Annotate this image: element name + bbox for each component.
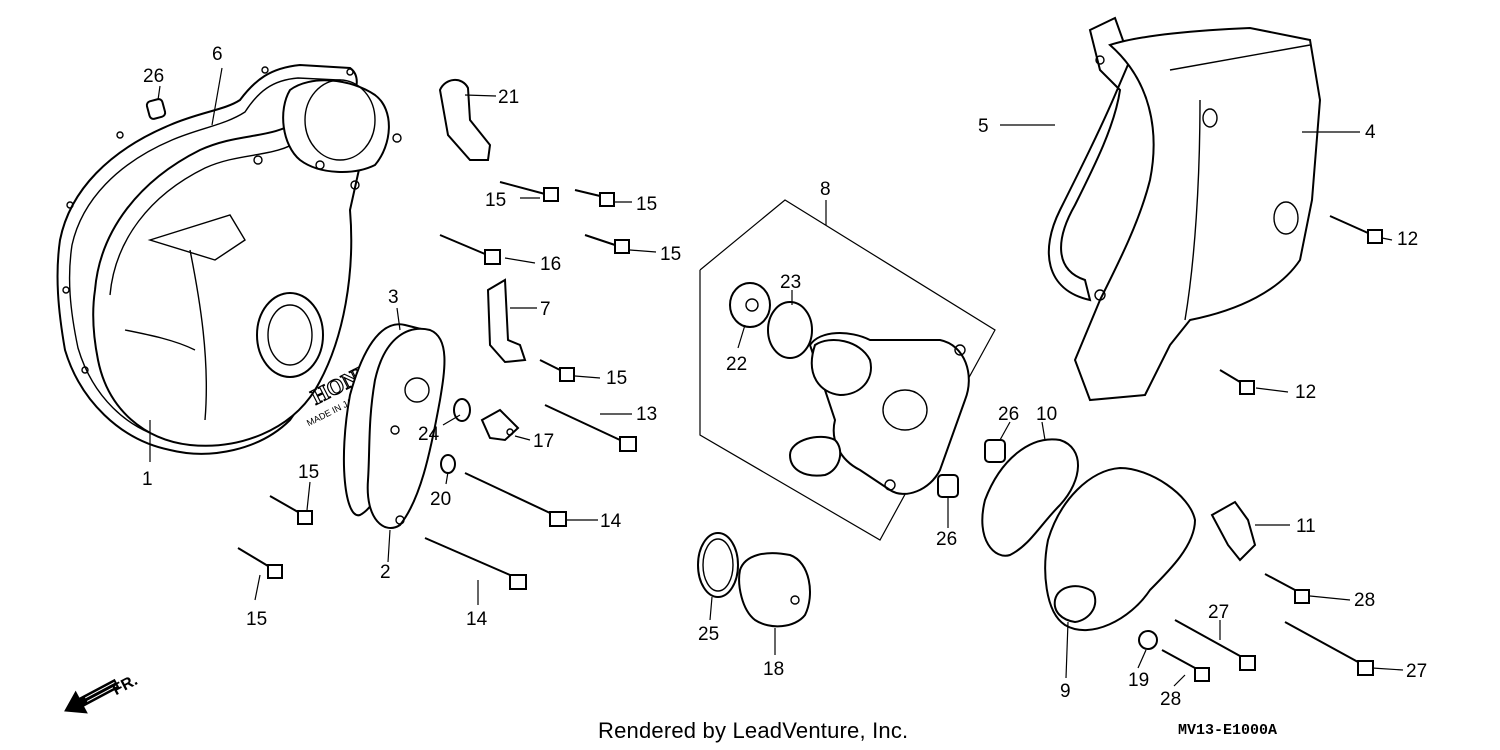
washer-part-19	[1138, 630, 1158, 650]
callout-15-d: 15	[606, 368, 627, 389]
clamp-part-11	[1210, 500, 1257, 562]
callout-14-upper: 14	[600, 511, 622, 532]
callout-24: 24	[418, 424, 440, 445]
callout-3: 3	[388, 287, 399, 308]
callout-28-a: 28	[1354, 590, 1375, 611]
plug-part-17	[480, 408, 520, 442]
callout-12-lower: 12	[1295, 382, 1316, 403]
callout-27-a: 27	[1208, 602, 1229, 623]
callout-22: 22	[726, 354, 747, 375]
callout-1: 1	[142, 469, 153, 490]
callout-20: 20	[430, 489, 451, 510]
washer-part-20	[440, 454, 456, 474]
callout-17: 17	[533, 431, 554, 452]
water-pump-housing-part-9	[1044, 466, 1197, 631]
callout-18: 18	[763, 659, 784, 680]
front-direction-arrow-icon	[64, 678, 120, 714]
bracket-part-7	[486, 278, 527, 364]
cap-part-18	[738, 552, 811, 628]
callout-15-b: 15	[636, 194, 657, 215]
callout-27-b: 27	[1406, 661, 1427, 682]
callout-13: 13	[636, 404, 657, 425]
callout-10: 10	[1036, 404, 1057, 425]
callout-26-top: 26	[143, 66, 164, 87]
front-direction-label: FR.	[110, 672, 141, 699]
callout-15-c: 15	[660, 244, 681, 265]
o-ring-part-25	[697, 532, 739, 598]
callout-labels: 1 2 3 4 5 6 7 8 9 10 11 12 12 13 14 14 1…	[142, 44, 1427, 710]
callout-8: 8	[820, 179, 831, 200]
callout-11: 11	[1296, 516, 1316, 537]
callout-15-a: 15	[485, 190, 506, 211]
clamp-part-21	[438, 79, 492, 161]
pulser-cover-part-2	[366, 327, 446, 529]
callout-26-right-a: 26	[998, 404, 1019, 425]
callout-4: 4	[1365, 122, 1376, 143]
callout-16: 16	[540, 254, 561, 275]
callout-2: 2	[380, 562, 391, 583]
gasket-part-10	[981, 438, 1079, 557]
footer-credit: Rendered by LeadVenture, Inc.	[598, 718, 909, 743]
callout-12-upper: 12	[1397, 229, 1418, 250]
dowel-pin-part-26-a	[984, 439, 1006, 463]
callout-14-lower: 14	[466, 609, 488, 630]
callout-25: 25	[698, 624, 719, 645]
leader-lines	[149, 67, 1404, 687]
callout-19: 19	[1128, 670, 1149, 691]
dowel-pin-part-26-b	[937, 474, 959, 498]
callout-9: 9	[1060, 681, 1071, 702]
cover-part-4	[1073, 26, 1322, 402]
water-pump-assembly-part-8	[699, 199, 996, 541]
callout-21: 21	[498, 87, 519, 108]
callout-26-right-b: 26	[936, 529, 957, 550]
callout-5: 5	[978, 116, 989, 137]
callout-6: 6	[212, 44, 223, 65]
gasket-part-5	[1047, 16, 1132, 302]
callout-15-f: 15	[246, 609, 267, 630]
bolts	[237, 181, 1383, 682]
dowel-pin-part-26-top	[145, 98, 167, 120]
callout-28-b: 28	[1160, 689, 1181, 710]
diagram-code: MV13-E1000A	[1178, 722, 1278, 739]
callout-7: 7	[540, 299, 551, 320]
callout-23: 23	[780, 272, 801, 293]
callout-15-e: 15	[298, 462, 319, 483]
